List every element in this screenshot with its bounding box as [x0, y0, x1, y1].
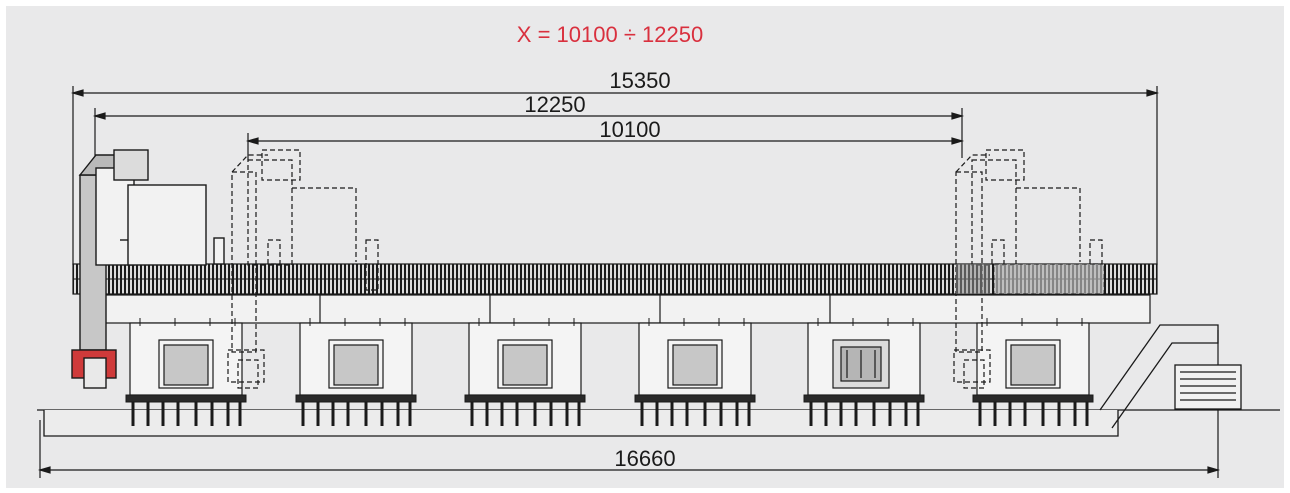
dimension-label-15350: 15350 — [609, 68, 670, 93]
dimension-label-12250: 12250 — [524, 92, 585, 117]
dimension-line-15350 — [70, 86, 1160, 265]
spindle-column-min-position — [227, 149, 379, 389]
module-markers — [139, 318, 1083, 326]
clamp-feet — [125, 394, 1094, 403]
vacuum-module-detailed — [807, 322, 921, 396]
spindle-column-left — [71, 149, 225, 389]
vacuum-modules — [129, 322, 1090, 396]
vacuum-module — [638, 322, 752, 396]
machine-base-bed — [37, 409, 1280, 437]
clamp-pins — [131, 402, 1089, 426]
vacuum-module — [129, 322, 243, 396]
dimension-line-10100 — [245, 133, 965, 160]
chip-conveyor — [1099, 324, 1242, 429]
vacuum-module — [468, 322, 582, 396]
worktable-beam — [99, 294, 1151, 324]
column-shadow-right — [956, 263, 1105, 295]
dimension-label-16660: 16660 — [614, 446, 675, 471]
dimension-line-12250 — [92, 108, 965, 158]
vacuum-module — [299, 322, 413, 396]
stroke-range-label: X = 10100 ÷ 12250 — [517, 22, 703, 47]
dimension-label-10100: 10100 — [599, 117, 660, 142]
vacuum-module — [976, 322, 1090, 396]
